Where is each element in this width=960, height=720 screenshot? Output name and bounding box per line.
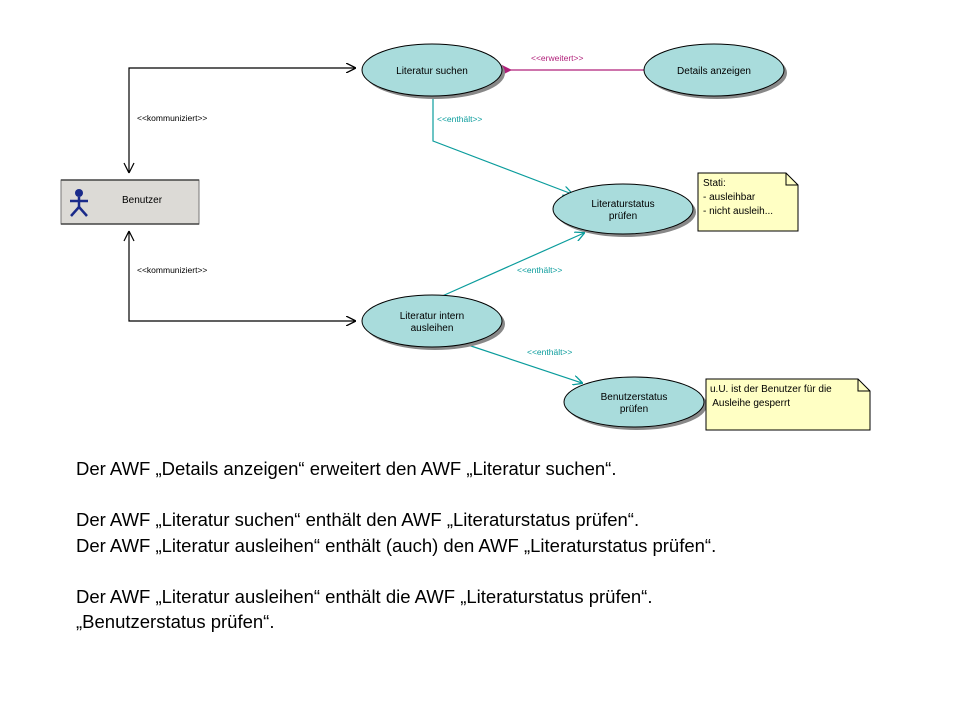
note-line: - ausleihbar [703,192,756,203]
association-top [123,68,355,174]
caption-gap [76,482,946,508]
stereotype-erweitert: <<erweitert>> [531,53,583,63]
actor-label: Benutzer [122,195,163,206]
note-benutzer-gesperrt[interactable]: u.U. ist der Benutzer für die Ausleihe g… [705,378,871,431]
stereotype-enthaelt-3: <<enthält>> [527,347,572,357]
actor-icon [70,189,88,217]
usecase-benutzerstatus-pruefen[interactable]: Benutzerstatus prüfen [563,376,707,430]
include-line-2 [439,233,584,298]
usecase-label: Literatur suchen [396,66,468,77]
caption-text: Der AWF „Details anzeigen“ erweitert den… [76,456,946,635]
usecase-label-line1: Benutzerstatus [601,392,668,403]
include-line-1 [432,96,572,194]
usecase-literaturstatus-pruefen[interactable]: Literaturstatus prüfen [552,183,696,237]
caption-line: Der AWF „Details anzeigen“ erweitert den… [76,458,617,479]
usecase-literatur-suchen[interactable]: Literatur suchen [361,43,505,99]
stereotype-kommuniziert-top: <<kommuniziert>> [137,113,207,123]
usecase-literatur-ausleihen[interactable]: Literatur intern ausleihen [361,294,505,350]
usecase-details-anzeigen[interactable]: Details anzeigen [643,43,787,99]
note-stati[interactable]: Stati: - ausleihbar - nicht ausleih... [697,172,799,232]
caption-line: Der AWF „Literatur ausleihen“ enthält (a… [76,534,717,556]
caption-gap [76,558,946,584]
usecase-label: Details anzeigen [677,66,751,77]
caption-line: „Benutzerstatus prüfen“. [76,611,275,632]
include-line-3 [461,342,582,383]
note-line: u.U. ist der Benutzer für die [710,384,832,395]
caption-line: Der AWF „Literatur suchen“ enthält den A… [76,509,640,530]
note-line: Stati: [703,178,726,189]
caption-line: Der AWF „Literatur ausleihen“ enthält di… [76,585,653,607]
note-line: Ausleihe gesperrt [710,398,790,409]
usecase-label-line1: Literaturstatus [591,199,654,210]
stereotype-kommuniziert-bottom: <<kommuniziert>> [137,265,207,275]
stereotype-enthaelt-2: <<enthält>> [517,265,562,275]
use-case-diagram: Benutzer <<kommuniziert>> <<kommuniziert… [60,43,871,431]
stereotype-enthaelt-1: <<enthält>> [437,114,482,124]
usecase-label-line1: Literatur intern [400,311,464,322]
actor-benutzer[interactable]: Benutzer [60,179,200,225]
note-line: - nicht ausleih... [703,206,773,217]
association-bottom [123,230,355,321]
usecase-label-line2: prüfen [620,404,648,415]
usecase-label-line2: prüfen [609,211,637,222]
usecase-label-line2: ausleihen [411,323,454,334]
